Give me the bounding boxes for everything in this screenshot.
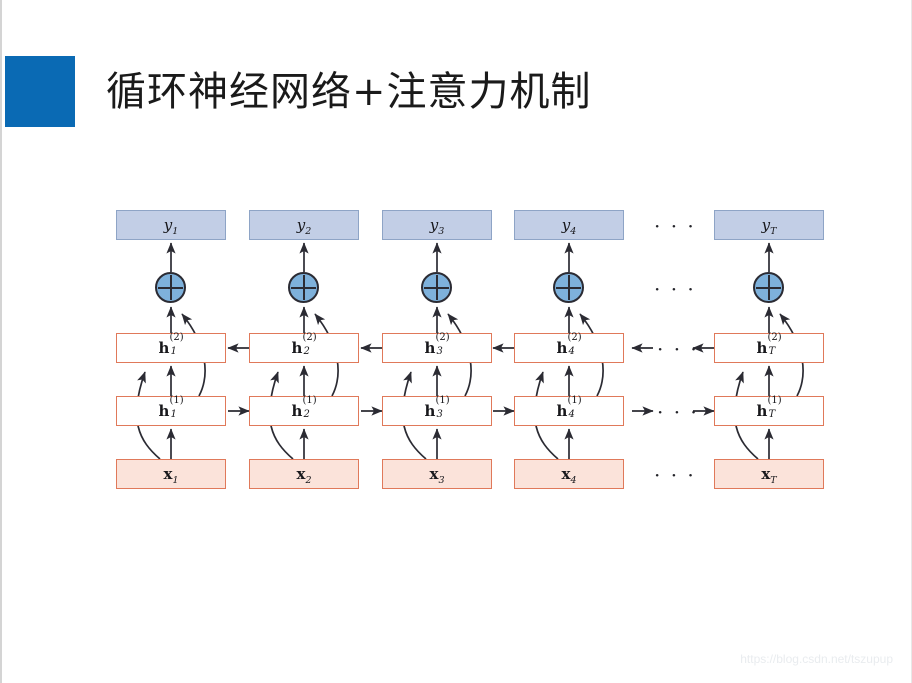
hidden2-node-2: h(2)2 [249,332,359,363]
input-node-T: xT [714,459,824,489]
output-node-3: y3 [382,210,492,240]
output-node-2: y2 [249,210,359,240]
hidden2-node-3: h(2)3 [382,332,492,363]
hidden1-node-4: h(1)4 [514,395,624,426]
ellipsis-sum-row: · · · [654,277,696,301]
input-node-1: x1 [116,459,226,489]
ellipsis-output-row: · · · [654,214,696,238]
hidden2-node-4: h(2)4 [514,332,624,363]
input-node-4: x4 [514,459,624,489]
page-title: 循环神经网络+注意力机制 [106,69,592,115]
plus-circle-icon-2 [288,272,319,303]
plus-circle-icon-4 [553,272,584,303]
hidden1-node-1: h(1)1 [116,395,226,426]
hidden2-node-1: h(2)1 [116,332,226,363]
plus-circle-icon-3 [421,272,452,303]
hidden1-node-2: h(1)2 [249,395,359,426]
ellipsis-hidden1-row: · · · [657,400,699,424]
input-node-3: x3 [382,459,492,489]
ellipsis-input-row: · · · [654,463,696,487]
output-node-4: y4 [514,210,624,240]
watermark-text: https://blog.csdn.net/tszupup [740,652,893,666]
hidden1-node-T: h(1)T [714,395,824,426]
plus-circle-icon-1 [155,272,186,303]
output-node-T: yT [714,210,824,240]
output-node-1: y1 [116,210,226,240]
plus-circle-icon-T [753,272,784,303]
input-node-2: x2 [249,459,359,489]
hidden2-node-T: h(2)T [714,332,824,363]
accent-square-decoration [5,56,75,127]
ellipsis-hidden2-row: · · · [657,337,699,361]
hidden1-node-3: h(1)3 [382,395,492,426]
